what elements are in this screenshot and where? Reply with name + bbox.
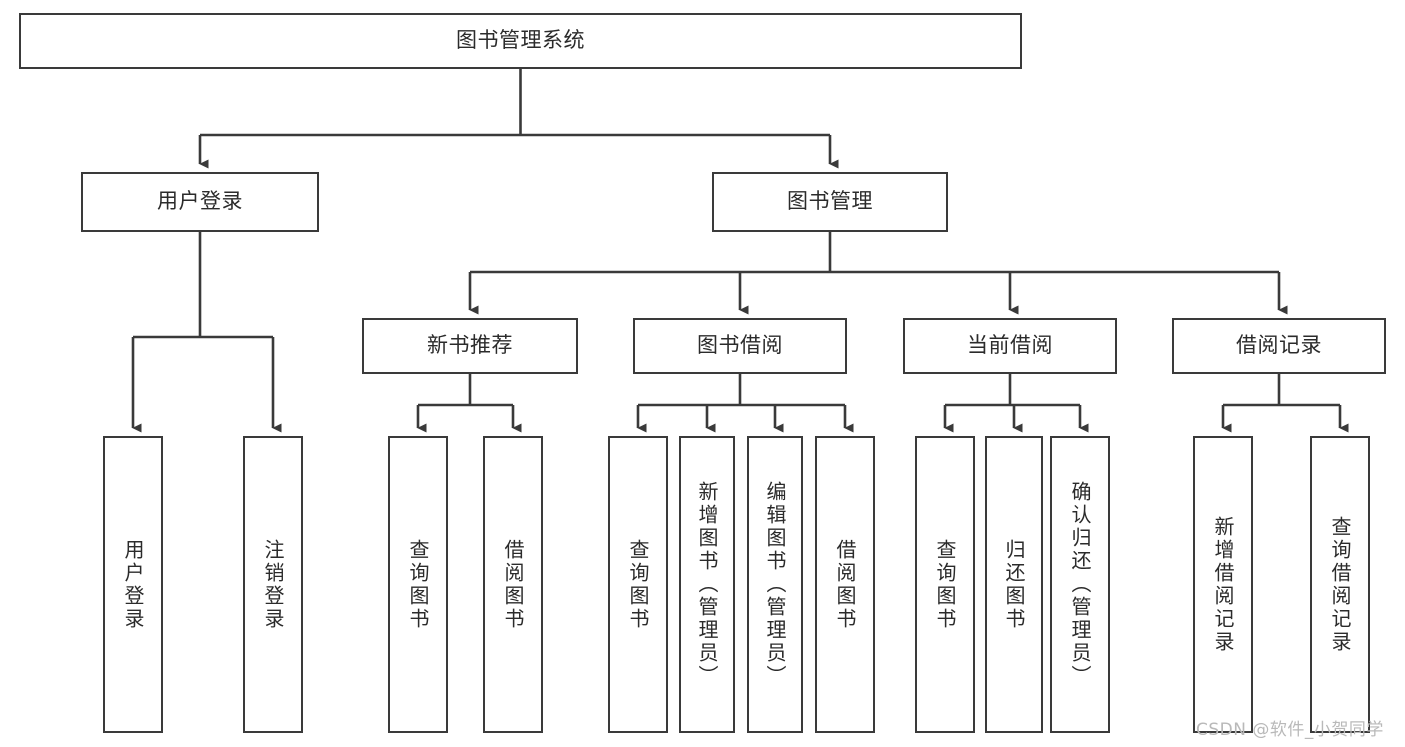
edge-root-to-level2 [198,69,839,169]
node-borrow-record[interactable]: 借阅记录 [1172,318,1386,374]
node-label: 借阅图书 [501,538,525,631]
node-new-book-recommend[interactable]: 新书推荐 [362,318,578,374]
node-label: 用户登录 [121,538,145,631]
node-leaf-query-record[interactable]: 查询借阅记录 [1310,436,1370,733]
node-leaf-query-book-cur[interactable]: 查询图书 [915,436,975,733]
node-label: 新增图书（管理员） [695,481,719,688]
edge-borrowrecord-to-leaves [1221,374,1349,433]
node-label: 图书借阅 [697,333,783,358]
node-label: 编辑图书（管理员） [763,481,787,688]
node-label: 图书管理 [787,189,873,214]
node-leaf-borrow-book[interactable]: 借阅图书 [815,436,875,733]
node-label: 用户登录 [157,189,243,214]
node-current-borrow[interactable]: 当前借阅 [903,318,1117,374]
node-label: 借阅图书 [833,538,857,631]
node-user-login[interactable]: 用户登录 [81,172,319,232]
edge-bookmanage-to-level3 [468,232,1288,315]
node-label: 归还图书 [1002,538,1026,631]
node-label: 新书推荐 [427,333,513,358]
node-leaf-query-book-borrow[interactable]: 查询图书 [608,436,668,733]
edge-newbookrec-to-leaves [416,374,522,433]
edge-currentborrow-to-leaves [943,374,1089,433]
node-label: 注销登录 [261,538,285,631]
edge-bookborrow-to-leaves [636,374,854,433]
node-leaf-borrow-book-rec[interactable]: 借阅图书 [483,436,543,733]
node-label: 当前借阅 [967,333,1053,358]
node-leaf-query-book-rec[interactable]: 查询图书 [388,436,448,733]
node-book-management[interactable]: 图书管理 [712,172,948,232]
node-label: 查询借阅记录 [1328,515,1352,654]
node-leaf-confirm-return[interactable]: 确认归还（管理员） [1050,436,1110,733]
node-leaf-logout[interactable]: 注销登录 [243,436,303,733]
node-label: 图书管理系统 [456,28,585,53]
node-root-system[interactable]: 图书管理系统 [19,13,1022,69]
node-label: 确认归还（管理员） [1068,481,1092,688]
node-leaf-edit-book[interactable]: 编辑图书（管理员） [747,436,803,733]
node-label: 查询图书 [626,538,650,631]
node-label: 查询图书 [933,538,957,631]
node-leaf-add-book[interactable]: 新增图书（管理员） [679,436,735,733]
node-label: 查询图书 [406,538,430,631]
node-leaf-add-record[interactable]: 新增借阅记录 [1193,436,1253,733]
node-leaf-user-login[interactable]: 用户登录 [103,436,163,733]
edge-userlogin-to-leaves [131,232,282,433]
node-leaf-return-book[interactable]: 归还图书 [985,436,1043,733]
node-label: 借阅记录 [1236,333,1322,358]
node-label: 新增借阅记录 [1211,515,1235,654]
node-book-borrow[interactable]: 图书借阅 [633,318,847,374]
